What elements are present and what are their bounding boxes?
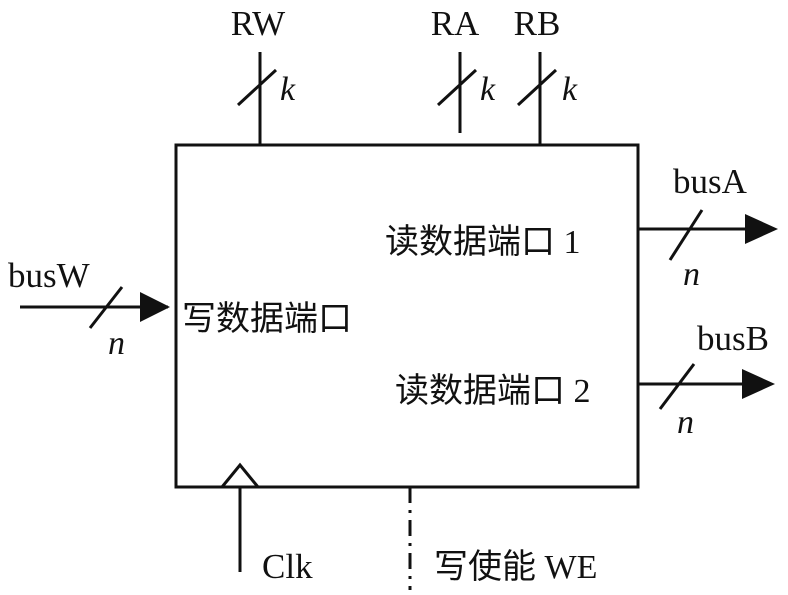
busb-output: busB n [638,319,775,441]
rb-input: RB k [514,4,578,145]
read-port-2-label: 读数据端口 2 [395,372,591,410]
read-port-1-label: 读数据端口 1 [385,223,581,261]
busb-arrowhead [742,369,775,399]
rb-bus-slash [516,68,558,107]
rw-input: RW k [231,4,296,145]
busa-bus-slash [668,209,704,261]
register-file-block [174,143,640,489]
rb-label: RB [514,4,561,43]
ra-bus-slash [436,68,478,107]
busw-bus-slash [88,286,124,329]
busw-input: busW n [8,256,170,362]
busw-label: busW [8,256,90,295]
write-port-label: 写数据端口 [182,300,352,338]
busb-width: n [677,404,694,441]
rb-width: k [562,71,578,108]
we-label: 写使能 WE [434,548,597,586]
rw-width: k [280,71,296,108]
ra-input: RA k [431,4,496,133]
busw-arrowhead [140,292,170,322]
ra-label: RA [431,4,480,43]
busa-arrowhead [745,214,778,244]
ra-width: k [480,71,496,108]
clock-edge-triangle [220,462,260,488]
busa-width: n [683,256,700,293]
busa-output: busA n [638,162,778,293]
busa-label: busA [673,162,748,201]
busb-bus-slash [658,363,696,410]
busw-width: n [108,325,125,362]
rw-label: RW [231,4,285,43]
rw-bus-slash [236,68,278,107]
we-input: 写使能 WE [408,487,597,590]
clk-label: Clk [262,547,313,586]
clk-input: Clk [220,462,313,586]
busb-label: busB [697,319,769,358]
